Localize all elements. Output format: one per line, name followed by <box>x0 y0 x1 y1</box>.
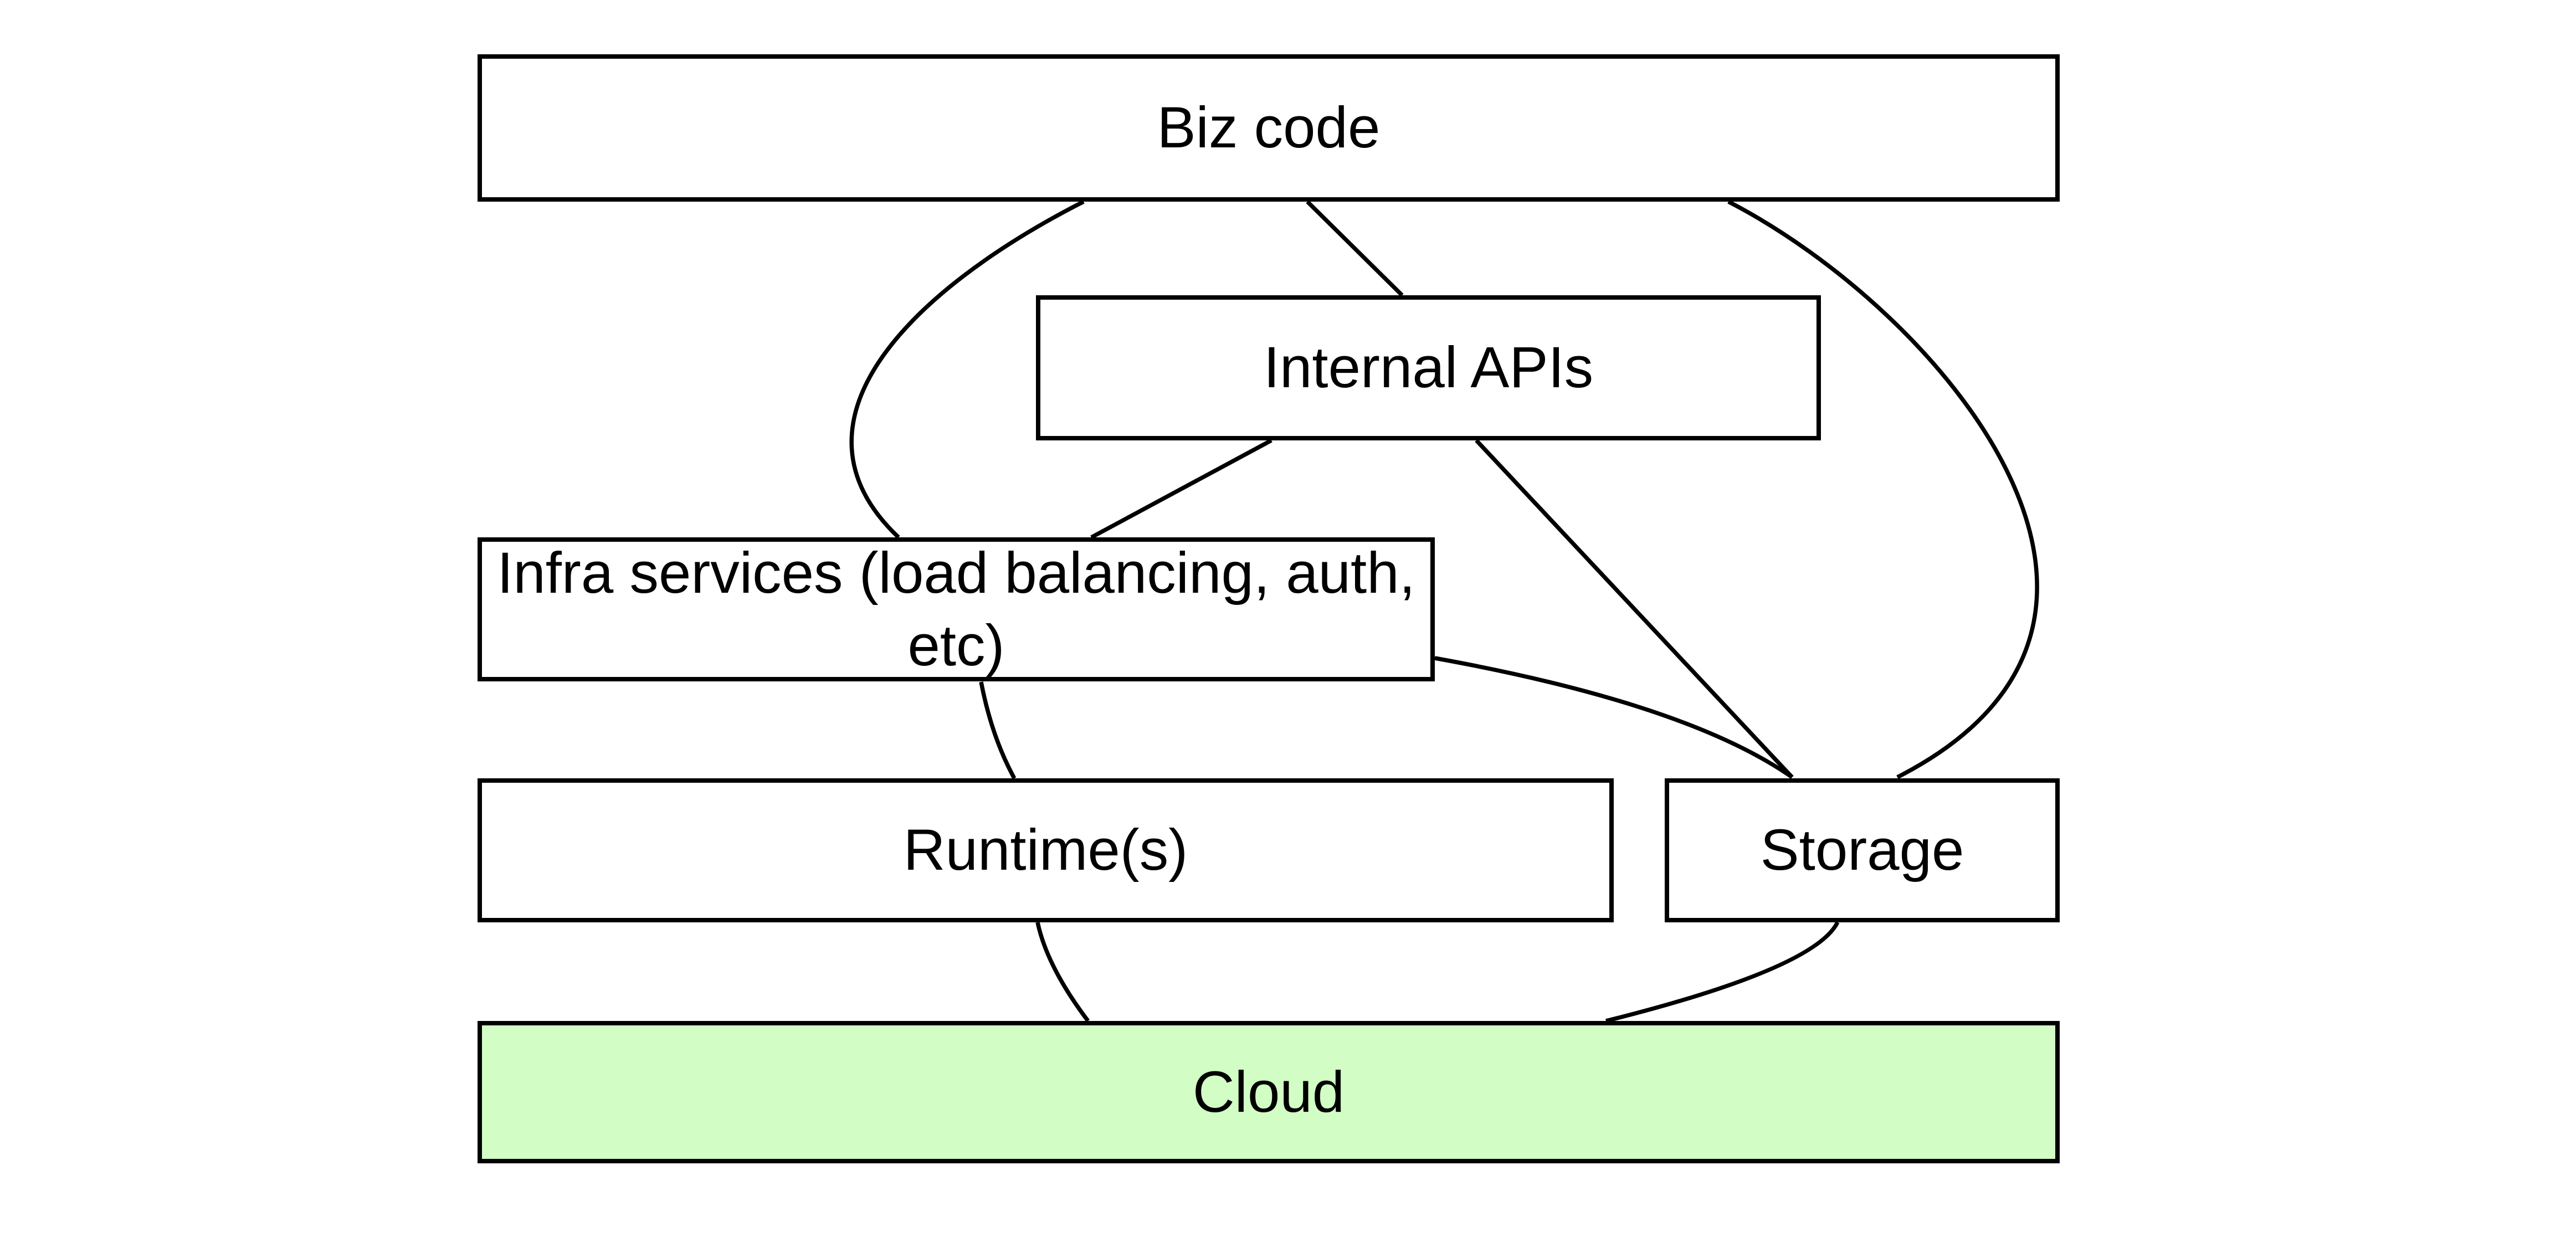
edge-infra-services-runtime <box>979 681 1017 779</box>
edge-biz-code-storage <box>1727 199 2039 779</box>
node-runtime-label: Runtime(s) <box>903 818 1188 883</box>
node-biz-code: Biz code <box>478 54 2060 202</box>
node-internal-apis: Internal APIs <box>1036 295 1821 440</box>
node-storage-label: Storage <box>1760 818 1964 883</box>
node-cloud: Cloud <box>478 1021 2060 1163</box>
edge-biz-code-infra-services <box>849 199 1085 539</box>
edge-biz-code-internal-apis <box>1306 200 1404 297</box>
node-infra-services-label: Infra services (load balancing, auth, et… <box>497 540 1415 678</box>
edge-internal-apis-infra-services <box>1090 438 1272 540</box>
node-internal-apis-label: Internal APIs <box>1263 335 1594 401</box>
node-cloud-label: Cloud <box>1192 1059 1345 1125</box>
node-runtime: Runtime(s) <box>478 778 1614 922</box>
node-biz-code-label: Biz code <box>1157 95 1381 161</box>
node-infra-services: Infra services (load balancing, auth, et… <box>478 537 1435 681</box>
edge-internal-apis-storage <box>1475 439 1794 779</box>
node-storage: Storage <box>1665 778 2060 922</box>
edge-infra-services-storage <box>1434 656 1794 779</box>
edge-storage-cloud <box>1605 921 1840 1023</box>
edge-runtime-cloud <box>1035 922 1090 1023</box>
